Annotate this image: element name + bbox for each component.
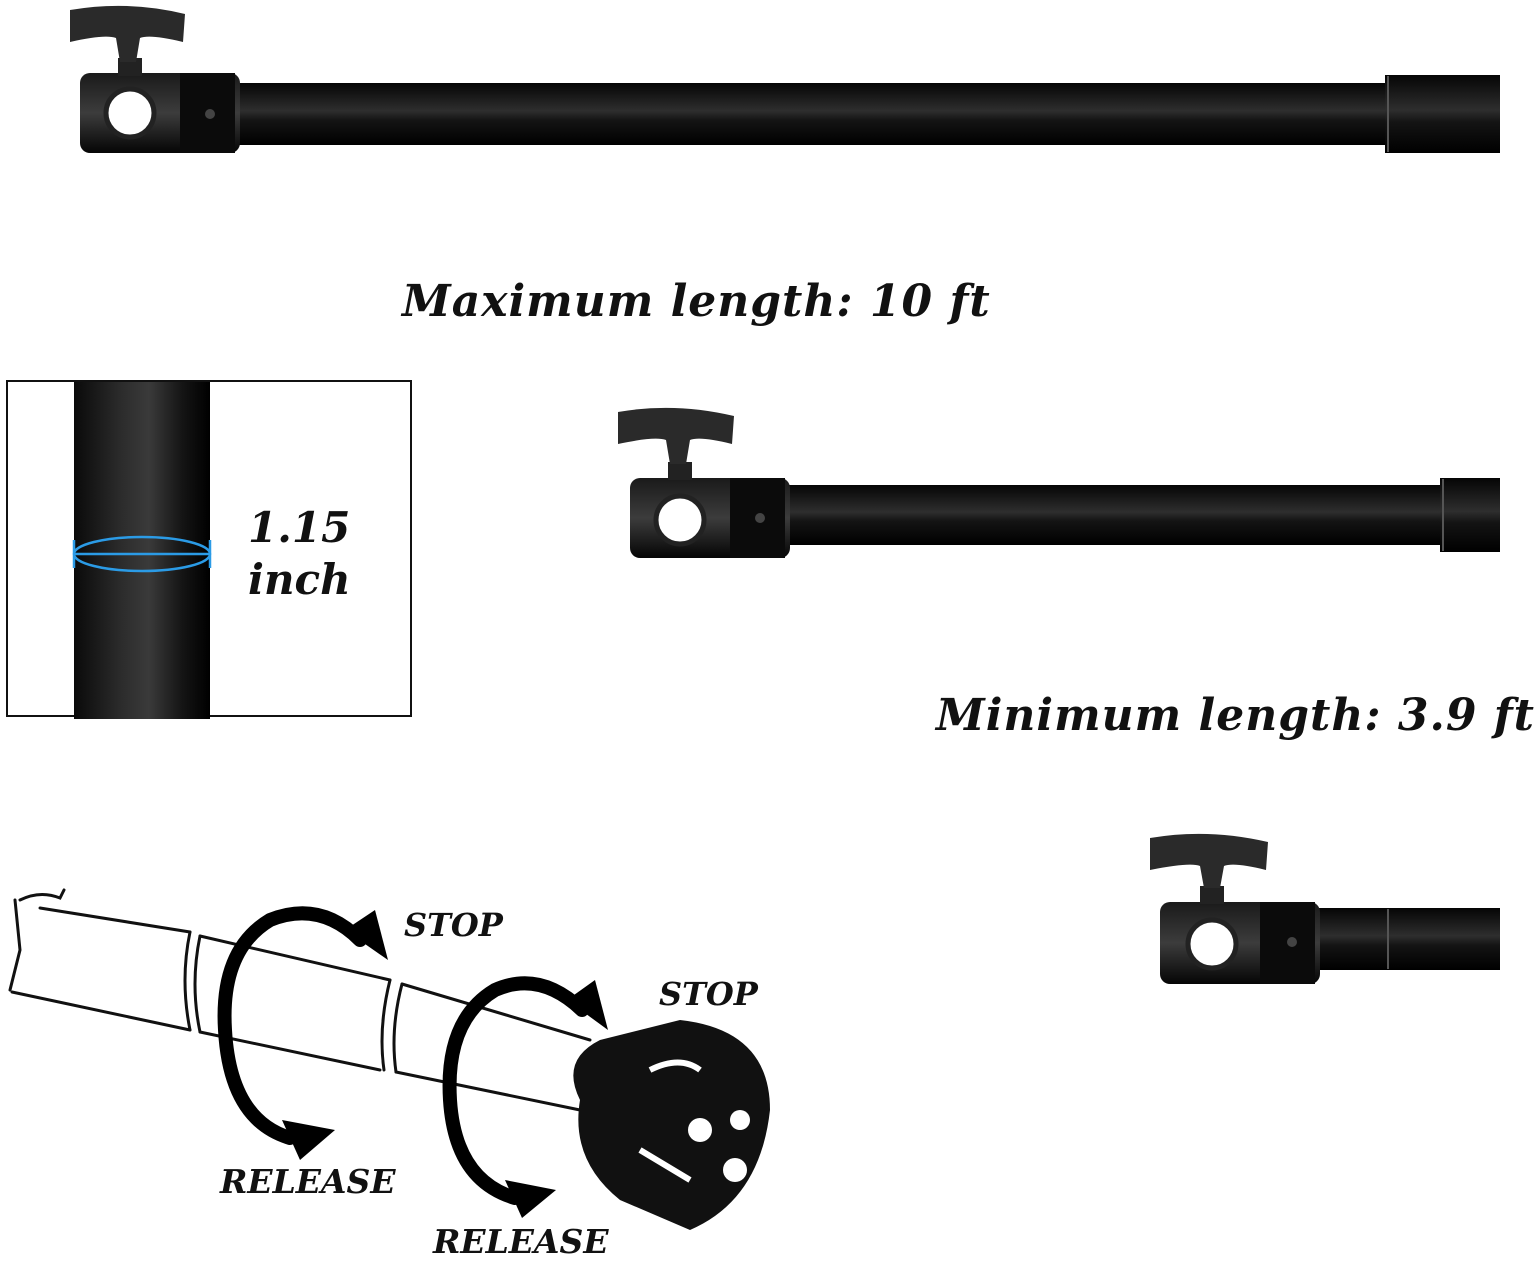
clamp-head-icon	[573, 1020, 770, 1230]
knob-icon	[1150, 833, 1268, 888]
knob-icon	[70, 5, 185, 63]
diameter-unit: inch	[248, 555, 351, 604]
stop-label-1: STOP	[404, 906, 503, 944]
twist-arrow-icon	[217, 906, 367, 1145]
twist-lock-illustration	[8, 888, 770, 1230]
pole-short	[1150, 833, 1500, 984]
release-label-1: RELEASE	[220, 1162, 396, 1201]
knob-icon	[618, 407, 734, 464]
stop-label-2: STOP	[659, 975, 758, 1013]
pole-min-length	[618, 407, 1500, 558]
diameter-label: 1.15 inch	[248, 502, 351, 606]
pole-closeup	[72, 382, 212, 719]
twist-arrow-icon	[442, 976, 589, 1205]
max-length-label: Maximum length: 10 ft	[402, 276, 991, 327]
min-length-label: Minimum length: 3.9 ft	[936, 690, 1535, 741]
release-label-2: RELEASE	[433, 1222, 609, 1261]
diameter-inset	[6, 380, 412, 719]
pole-max-length	[70, 5, 1500, 153]
diameter-value: 1.15	[248, 503, 351, 552]
